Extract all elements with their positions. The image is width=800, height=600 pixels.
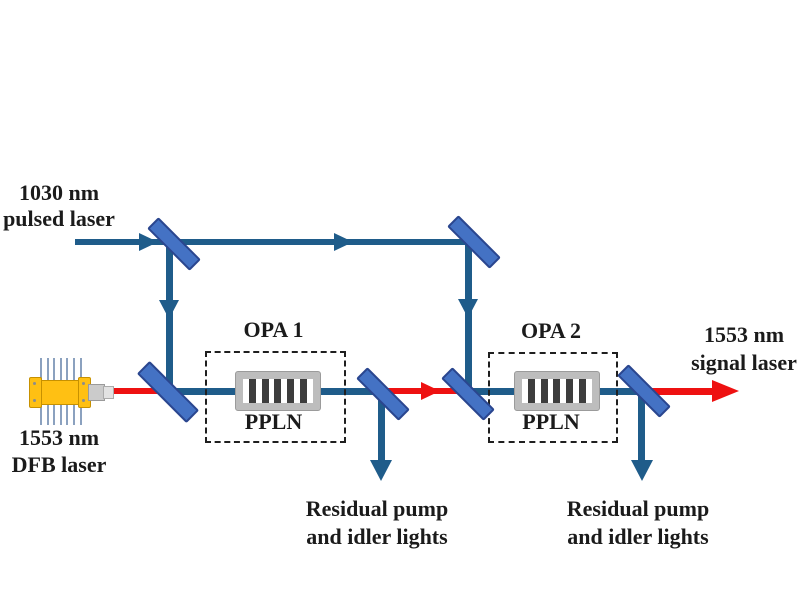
residual1-line1: Residual pump	[305, 496, 449, 521]
seed-beam	[110, 388, 167, 394]
residual-loss-label-1: Residual pump and idler lights	[292, 495, 462, 551]
screw-dot	[33, 382, 36, 385]
signal-output-arrowhead-icon	[712, 380, 739, 402]
dfb-laser-label-line2: DFB laser	[11, 452, 107, 477]
laser-pin	[73, 403, 75, 425]
residual2-line1: Residual pump	[566, 496, 710, 521]
laser-pin	[73, 358, 75, 380]
laser-pin	[66, 358, 68, 380]
poling-bar	[579, 379, 587, 403]
laser-pin	[53, 403, 55, 425]
screw-dot	[82, 399, 85, 402]
ppln2-text: PPLN	[522, 409, 580, 434]
opa1-box	[205, 351, 346, 443]
signal-output-label-line2: signal laser	[691, 350, 797, 375]
dump1-arrowhead-icon	[370, 460, 392, 481]
poling-bar	[540, 379, 548, 403]
poling-bar	[553, 379, 561, 403]
ppln-crystal-1	[235, 371, 321, 411]
ppln-crystal-2	[514, 371, 600, 411]
laser-pin	[60, 358, 62, 380]
laser-pin	[40, 403, 42, 425]
laser-pin	[47, 358, 49, 380]
laser-pin	[53, 358, 55, 380]
dump-beam-1	[378, 392, 385, 463]
ppln-poling-region	[243, 379, 313, 403]
poling-bar	[527, 379, 535, 403]
residual-loss-label-2: Residual pump and idler lights	[553, 495, 723, 551]
opa1-title-label: OPA 1	[205, 317, 342, 343]
pump-input-arrowhead-icon	[139, 233, 158, 251]
dfb-laser-label-line1: 1553 nm	[18, 425, 100, 450]
poling-bar	[287, 379, 295, 403]
poling-bar	[566, 379, 574, 403]
pump-top-arrowhead-icon	[334, 233, 353, 251]
opa2-title-label: OPA 2	[488, 318, 614, 344]
dfb-laser-icon	[28, 357, 114, 427]
pump-laser-label-line2: pulsed laser	[3, 206, 115, 231]
poling-bar	[261, 379, 269, 403]
dump-beam-2	[638, 390, 645, 463]
laser-pin	[80, 358, 82, 380]
poling-bar	[300, 379, 308, 403]
screw-dot	[82, 382, 85, 385]
ppln2-label: PPLN	[488, 409, 614, 435]
poling-bar	[248, 379, 256, 403]
opa2-title-text: OPA 2	[520, 318, 582, 343]
opa1-title-text: OPA 1	[243, 317, 304, 342]
pump-beam-input	[75, 239, 171, 245]
laser-aperture	[103, 386, 114, 399]
dump2-arrowhead-icon	[631, 460, 653, 481]
screw-dot	[33, 399, 36, 402]
signal-output-label: 1553 nm signal laser	[672, 321, 800, 377]
pump-drop2-arrowhead-icon	[458, 299, 478, 318]
residual2-line2: and idler lights	[567, 524, 709, 549]
opa2-box	[488, 352, 618, 443]
signal-output-label-line1: 1553 nm	[703, 322, 785, 347]
laser-pin	[40, 358, 42, 380]
laser-flange	[29, 377, 42, 408]
ppln-poling-region	[522, 379, 592, 403]
signal-beam-output	[643, 388, 715, 395]
residual1-line2: and idler lights	[306, 524, 448, 549]
signal-interstage-arrowhead-icon	[421, 382, 440, 400]
ppln1-label: PPLN	[205, 409, 342, 435]
poling-bar	[274, 379, 282, 403]
pump-drop1-arrowhead-icon	[159, 300, 179, 319]
laser-pin	[47, 403, 49, 425]
pump-laser-label-line1: 1030 nm	[18, 180, 100, 205]
laser-pin	[80, 403, 82, 425]
laser-flange	[78, 377, 91, 408]
laser-pin	[60, 403, 62, 425]
ppln1-text: PPLN	[244, 409, 303, 434]
dfb-laser-label: 1553 nm DFB laser	[0, 424, 118, 478]
pump-laser-label: 1030 nm pulsed laser	[0, 180, 118, 232]
pump-beam-top	[170, 239, 471, 245]
laser-pin	[66, 403, 68, 425]
